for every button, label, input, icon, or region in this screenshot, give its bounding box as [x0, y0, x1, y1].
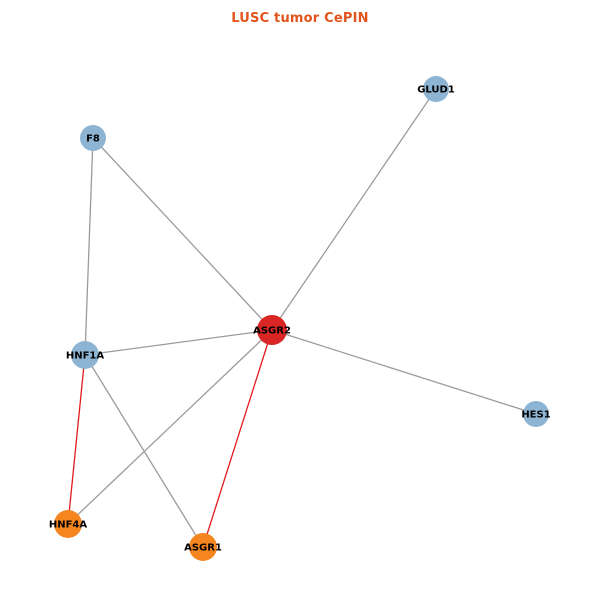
edge-F8-HNF1A [84, 137, 94, 356]
node-HES1 [523, 401, 549, 427]
edge-GLUD1-ASGR2 [271, 88, 437, 331]
node-label-HES1: HES1 [521, 410, 550, 421]
edge-HNF1A-ASGR2 [84, 329, 273, 356]
node-label-HNF4A: HNF4A [49, 520, 88, 531]
node-label-GLUD1: GLUD1 [417, 85, 455, 96]
plot-title: LUSC tumor CePIN [231, 11, 369, 26]
node-ASGR2 [257, 315, 287, 345]
node-F8 [80, 125, 106, 151]
node-label-ASGR1: ASGR1 [184, 543, 222, 554]
node-label-ASGR2: ASGR2 [253, 326, 291, 337]
node-ASGR1 [189, 533, 217, 561]
node-label-HNF1A: HNF1A [66, 351, 105, 362]
edge-ASGR1-ASGR2 [202, 329, 273, 548]
node-HNF1A [71, 341, 99, 369]
edge-HNF1A-HNF4A [67, 354, 86, 525]
node-label-F8: F8 [86, 134, 100, 145]
edge-HES1-ASGR2 [271, 329, 537, 415]
edge-HNF4A-ASGR2 [67, 329, 273, 525]
node-GLUD1 [423, 76, 449, 102]
edge-F8-ASGR2 [92, 137, 273, 331]
node-HNF4A [54, 510, 82, 538]
